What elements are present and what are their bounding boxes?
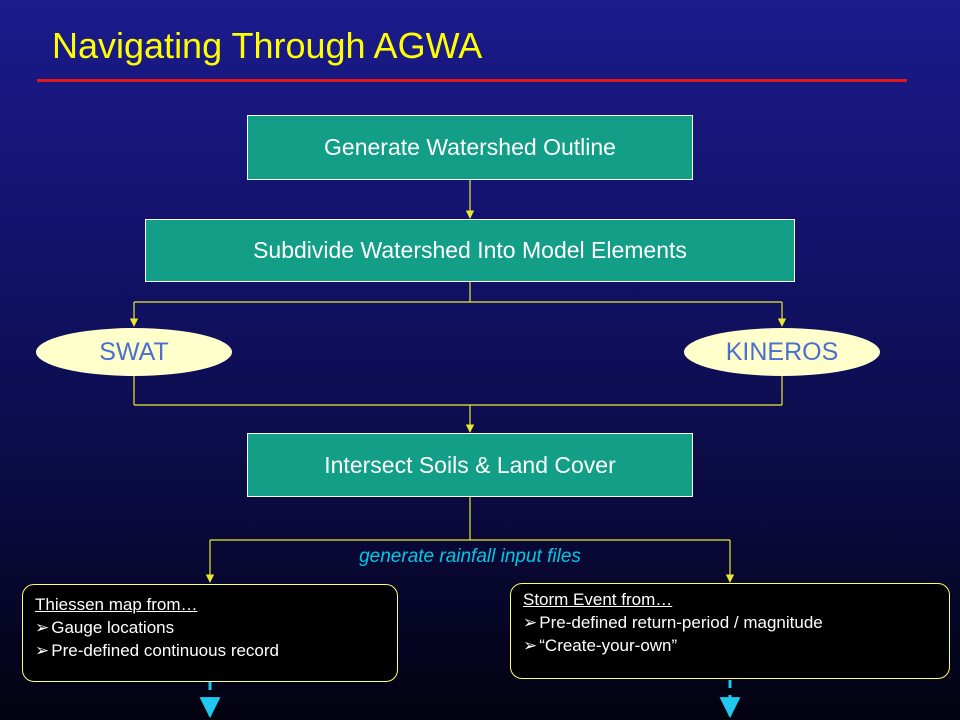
kineros-label: KINEROS — [725, 337, 839, 366]
intersect-soils-label: Intersect Soils & Land Cover — [324, 451, 616, 478]
storm-event-panel[interactable]: Storm Event from… Pre-defined return-per… — [510, 583, 950, 679]
thiessen-panel[interactable]: Thiessen map from… Gauge locations Pre-d… — [22, 584, 398, 682]
generate-watershed-outline-label: Generate Watershed Outline — [324, 134, 616, 160]
subdivide-watershed-label: Subdivide Watershed Into Model Elements — [253, 237, 687, 263]
swat-oval[interactable]: SWAT — [36, 328, 232, 376]
thiessen-item-continuous: Pre-defined continuous record — [35, 639, 385, 662]
storm-item-create-own: “Create-your-own” — [523, 634, 937, 657]
slide-title: Navigating Through AGWA — [52, 25, 483, 66]
kineros-oval[interactable]: KINEROS — [684, 328, 880, 376]
subdivide-watershed-box[interactable]: Subdivide Watershed Into Model Elements — [145, 219, 795, 282]
storm-heading: Storm Event from… — [523, 590, 673, 609]
rainfall-input-label: generate rainfall input files — [359, 546, 581, 567]
title-underline — [37, 79, 907, 82]
thiessen-item-gauge: Gauge locations — [35, 616, 385, 639]
storm-item-return-period: Pre-defined return-period / magnitude — [523, 611, 937, 634]
thiessen-heading: Thiessen map from… — [35, 595, 198, 614]
swat-label: SWAT — [99, 337, 169, 366]
intersect-soils-box[interactable]: Intersect Soils & Land Cover — [247, 433, 693, 497]
generate-watershed-outline-box[interactable]: Generate Watershed Outline — [247, 115, 693, 180]
